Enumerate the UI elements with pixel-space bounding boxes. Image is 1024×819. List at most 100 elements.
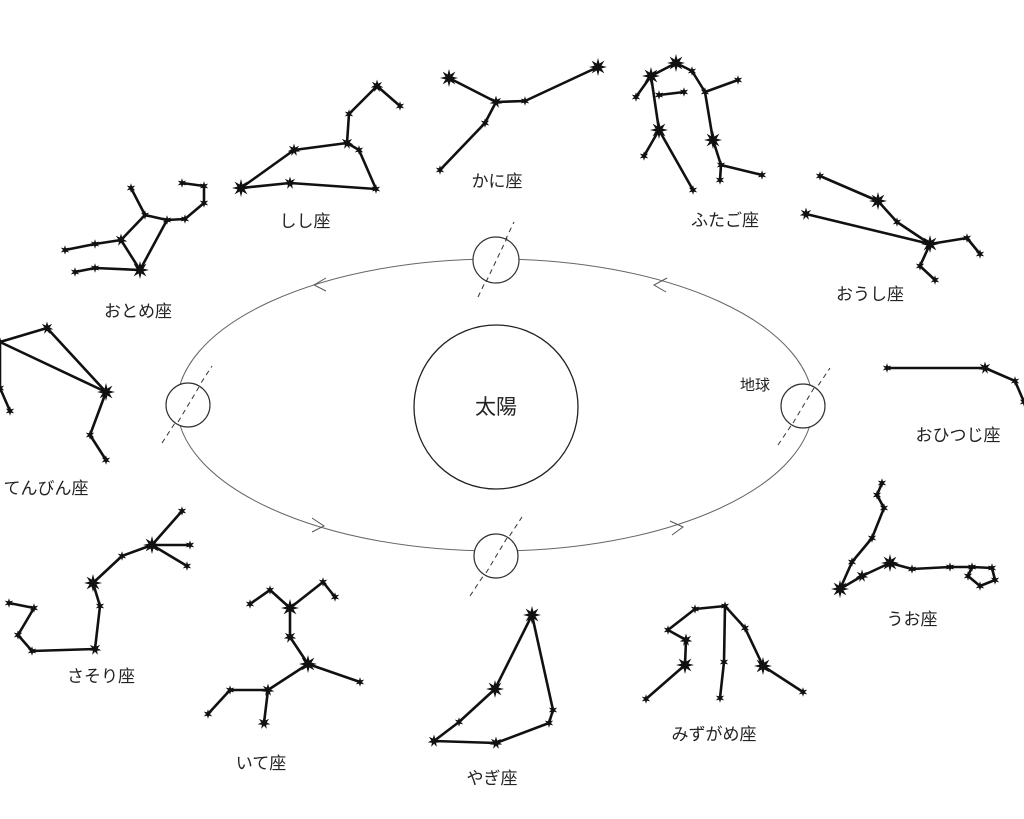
- constellation-line: [248, 588, 272, 606]
- star-icon: [182, 561, 192, 571]
- star-icon: [354, 145, 364, 155]
- constellation-line: [493, 613, 534, 691]
- constellation-line: [918, 264, 937, 282]
- star-icon: [13, 630, 23, 640]
- constellation-line: [860, 561, 892, 578]
- star-icon: [85, 430, 95, 440]
- star-icon: [435, 165, 445, 175]
- constellation-line: [180, 181, 206, 188]
- star-icon: [798, 687, 808, 697]
- constellation-line: [120, 543, 154, 558]
- constellation-line: [357, 148, 378, 191]
- constellation-line: [129, 186, 147, 217]
- label-taurus: おうし座: [836, 285, 904, 305]
- constellation-line: [292, 141, 349, 152]
- star-icon: [95, 601, 105, 611]
- star-icon: [676, 656, 694, 674]
- constellation-line: [288, 635, 310, 666]
- constellation-line: [870, 506, 886, 540]
- star-icon: [930, 275, 940, 285]
- constellation-line: [918, 242, 932, 268]
- star-icon: [877, 478, 887, 488]
- constellation-line: [375, 84, 402, 108]
- constellation-line: [711, 138, 723, 167]
- constellation-line: [983, 366, 1017, 383]
- constellation-line: [703, 78, 740, 94]
- star-icon: [454, 717, 464, 727]
- constellation-scorpio: [4, 506, 195, 656]
- constellation-line: [165, 217, 187, 222]
- earth-globe-icon: [161, 365, 213, 444]
- constellation-line: [642, 128, 661, 158]
- star-icon: [101, 455, 111, 465]
- star-icon: [548, 705, 558, 715]
- star-icon: [344, 109, 354, 119]
- constellation-line: [657, 90, 686, 97]
- constellation-line: [718, 660, 726, 700]
- star-icon: [257, 716, 271, 729]
- constellation-line: [703, 90, 715, 142]
- star-icon: [90, 263, 100, 273]
- star-icon: [199, 181, 209, 191]
- label-virgo: おとめ座: [104, 302, 172, 322]
- constellation-taurus: [799, 171, 985, 285]
- constellation-line: [0, 340, 108, 394]
- constellation-line: [150, 543, 189, 568]
- star-icon: [330, 592, 340, 602]
- constellation-line: [690, 69, 707, 94]
- constellation-line: [494, 99, 527, 104]
- label-cancer: かに座: [472, 172, 523, 192]
- constellation-line: [928, 236, 969, 246]
- star-icon: [140, 210, 150, 220]
- star-icon: [720, 601, 730, 611]
- star-icon: [114, 233, 128, 246]
- star-icon: [185, 540, 195, 550]
- label-scorpio: さそり座: [67, 667, 135, 687]
- star-icon: [975, 249, 985, 259]
- star-icon: [395, 101, 405, 111]
- constellation-line: [494, 721, 551, 745]
- star-icon: [427, 734, 441, 747]
- constellation-line: [523, 65, 600, 103]
- star-icon: [650, 121, 668, 139]
- star-icon: [915, 261, 925, 271]
- star-icon: [641, 694, 651, 704]
- star-icon: [799, 207, 813, 220]
- constellation-line: [965, 236, 982, 256]
- constellation-virgo: [60, 178, 209, 279]
- star-icon: [975, 581, 985, 591]
- earth-globe-icon: [472, 221, 520, 298]
- star-icon: [639, 151, 649, 161]
- star-icon: [715, 693, 725, 703]
- constellation-line: [666, 607, 697, 632]
- star-icon: [754, 657, 772, 675]
- star-icon: [963, 571, 973, 581]
- constellation-line: [138, 218, 169, 272]
- star-icon: [489, 736, 503, 749]
- star-icon: [177, 506, 187, 516]
- star-icon: [881, 554, 899, 572]
- constellation-libra: [0, 321, 115, 465]
- constellation-line: [838, 560, 854, 591]
- star-icon: [921, 235, 939, 253]
- orbit-arrow-bottom-right: [669, 520, 684, 536]
- constellation-line: [16, 606, 36, 637]
- star-icon: [990, 575, 1000, 585]
- constellation-line: [239, 181, 292, 190]
- constellation-line: [63, 242, 97, 252]
- constellation-line: [288, 580, 325, 610]
- star-icon: [440, 69, 458, 87]
- constellation-line: [970, 565, 994, 570]
- constellation-line: [818, 174, 880, 203]
- constellation-line: [0, 386, 12, 413]
- constellation-line: [288, 181, 378, 191]
- constellation-leo: [232, 79, 405, 197]
- label-capricorn: やぎ座: [467, 769, 518, 789]
- constellation-capricorn: [427, 606, 558, 749]
- star-icon: [261, 683, 275, 696]
- star-icon: [40, 321, 54, 334]
- star-icon: [318, 577, 328, 587]
- star-icon: [631, 92, 641, 102]
- star-icon: [177, 178, 187, 188]
- label-libra: てんびん座: [4, 479, 89, 499]
